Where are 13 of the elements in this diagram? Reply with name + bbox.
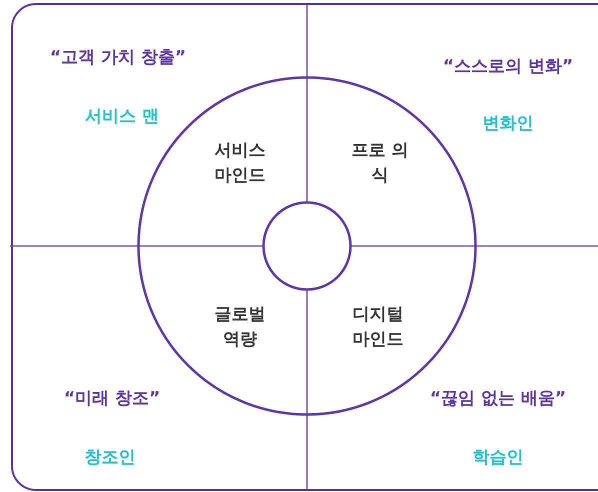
inner-circle [262, 201, 352, 291]
role-label: 창조인 [84, 446, 136, 468]
role-label: 서비스 맨 [85, 106, 159, 128]
quote-text: “미래 창조” [64, 388, 160, 410]
quote-text: “스스로의 변화” [442, 56, 574, 78]
section-label: 글로벌 역량 [214, 303, 266, 351]
section-label: 프로 의식 [350, 139, 410, 187]
quote-text: “고객 가치 창출” [50, 46, 186, 68]
section-label: 서비스 마인드 [214, 139, 266, 187]
role-label: 변화인 [482, 112, 534, 134]
section-label: 디지털 마인드 [352, 303, 404, 351]
role-label: 학습인 [472, 446, 524, 468]
quote-text: “끊임 없는 배움” [430, 388, 566, 410]
